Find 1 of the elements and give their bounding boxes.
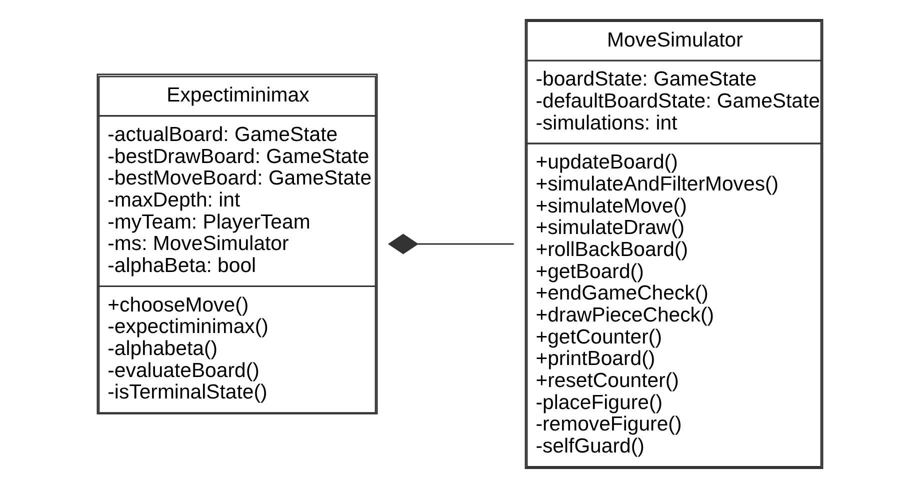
connector (388, 234, 514, 254)
